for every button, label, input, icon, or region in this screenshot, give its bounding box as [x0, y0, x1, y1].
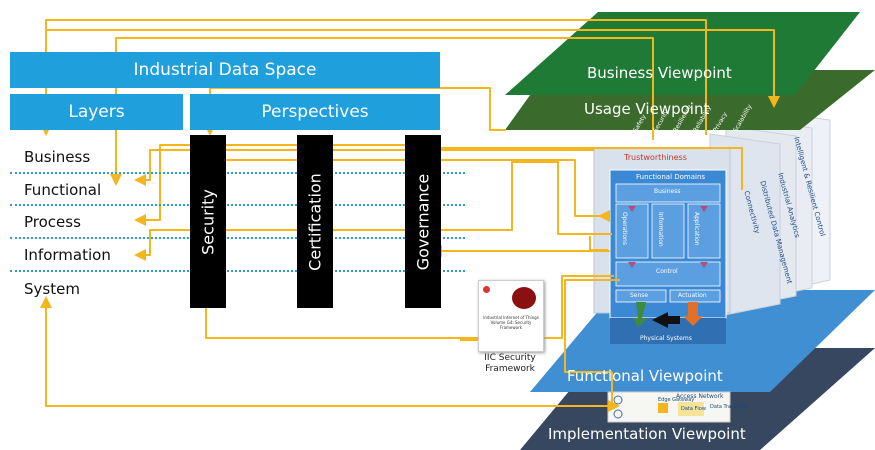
document-cover-text: Industrial Internet of Things Volume G4:…: [483, 315, 539, 330]
ids-title-bar: Industrial Data Space: [10, 52, 440, 88]
perspective-governance-pillar: Governance: [405, 135, 441, 308]
perspective-security-label: Security: [198, 188, 218, 255]
functional-viewpoint-label: Functional Viewpoint: [567, 367, 723, 385]
perspective-governance-label: Governance: [413, 173, 433, 270]
trustworthiness-label: Trustworthiness: [624, 153, 687, 162]
business-viewpoint-plane: [505, 12, 860, 95]
information-box: [651, 203, 685, 259]
layers-header: Layers: [10, 94, 183, 130]
perspectives-header: Perspectives: [190, 94, 440, 130]
perspective-certification-label: Certification: [305, 172, 325, 271]
actuation-label: Actuation: [678, 292, 707, 299]
physical-arrow: [652, 312, 680, 328]
security-framework-label: IIC Security Framework: [484, 353, 536, 374]
operations-box: [615, 203, 649, 259]
physical-systems-label: Physical Systems: [640, 335, 692, 342]
sensing-arrow: [633, 302, 647, 328]
perspective-security-pillar: Security: [190, 135, 226, 308]
layer-functional: Functional: [24, 181, 102, 199]
document-logo-icon: [483, 286, 490, 293]
perspective-certification-pillar: Certification: [297, 135, 333, 308]
layer-divider: [10, 172, 465, 174]
layer-divider: [10, 270, 465, 272]
implementation-detail-panel: [607, 391, 731, 423]
layer-information: Information: [24, 246, 111, 264]
implementation-viewpoint-label: Implementation Viewpoint: [548, 425, 746, 443]
layer-business: Business: [24, 148, 91, 166]
information-domain-label: Information: [657, 212, 664, 247]
document-cover-image: [512, 287, 536, 309]
layer-divider: [10, 237, 465, 239]
perspectives-header-label: Perspectives: [261, 102, 369, 122]
operations-label: Operations: [621, 212, 628, 245]
usage-viewpoint-label: Usage Viewpoint: [584, 100, 710, 118]
data-transform-label: Data Transform: [710, 404, 749, 410]
functional-domains-label: Functional Domains: [636, 173, 706, 181]
sense-label: Sense: [630, 292, 649, 299]
control-label: Control: [656, 268, 678, 275]
data-flow-label: Data Flow: [681, 406, 706, 412]
application-box: [687, 203, 721, 259]
business-viewpoint-label: Business Viewpoint: [587, 64, 732, 82]
access-network-label: Access Network: [676, 393, 724, 400]
layer-divider: [10, 204, 465, 206]
actuation-arrow: [683, 302, 703, 326]
ids-title: Industrial Data Space: [133, 60, 317, 80]
layers-header-label: Layers: [68, 102, 125, 122]
layer-system: System: [24, 280, 80, 298]
business-domain-box: [615, 183, 721, 203]
application-label: Application: [693, 212, 700, 246]
edge-gateway-label: Edge Gateway: [658, 397, 695, 403]
security-framework-document: Industrial Internet of Things Volume G4:…: [478, 280, 544, 352]
business-domain-label: Business: [654, 188, 681, 195]
layer-process: Process: [24, 213, 81, 231]
